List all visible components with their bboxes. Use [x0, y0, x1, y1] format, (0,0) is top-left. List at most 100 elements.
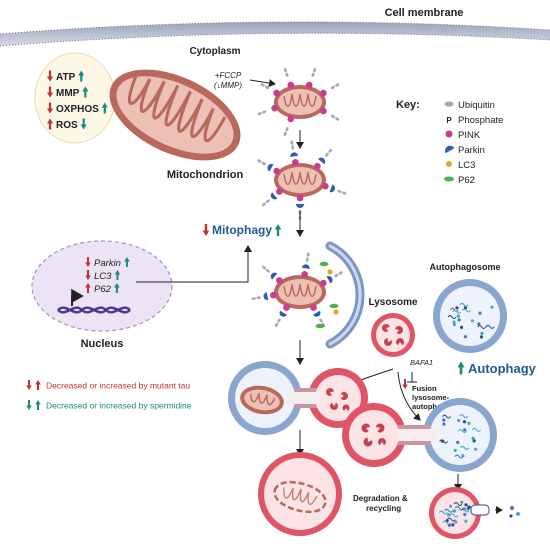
tau-up-arrow-icon — [46, 118, 54, 130]
ubiquitin-icon — [265, 199, 270, 203]
tau-down-arrow-icon — [46, 102, 54, 114]
ubiquitin-icon — [274, 322, 279, 327]
cargo-dot — [480, 331, 484, 335]
enzyme-icon — [363, 437, 373, 447]
ubiquitin-icon — [285, 127, 289, 132]
cargo-dot — [460, 500, 464, 504]
cargo-dot — [479, 335, 484, 339]
cargo-squiggle — [438, 510, 448, 515]
cargo-dot — [459, 325, 464, 329]
cargo-squiggle — [454, 454, 464, 459]
ubiquitin-icon — [285, 72, 289, 77]
cargo-dot — [478, 311, 482, 315]
legend-row: Decreased or increased by mutant tau — [26, 380, 190, 391]
key-item: P62 — [444, 175, 475, 186]
cargo-squiggle — [442, 414, 452, 419]
enzyme-icon — [378, 438, 386, 446]
parkin-icon — [279, 310, 287, 317]
ubiquitin-icon — [311, 72, 315, 77]
cargo-dot — [471, 436, 475, 440]
pink-icon — [301, 270, 308, 278]
enzyme-icon — [326, 388, 334, 396]
key-label: P62 — [458, 175, 475, 186]
ubiquitin-icon — [265, 85, 270, 90]
lysosome — [371, 313, 415, 357]
tau-down-arrow-icon — [46, 70, 54, 82]
ubiquitin-icon — [290, 140, 294, 145]
p62-icon — [444, 176, 454, 182]
mitophagy-indicator: Mitophagy — [202, 223, 282, 237]
cargo-dot — [454, 520, 458, 524]
cargo-dot — [442, 422, 446, 426]
parkin-icon — [313, 310, 321, 317]
lc3-icon — [327, 269, 333, 275]
autolysosome-fusion-left — [228, 361, 368, 435]
parkin-icon — [445, 145, 455, 154]
cargo-squiggle — [477, 324, 487, 330]
cargo-squiggle — [454, 506, 464, 511]
key-title: Key: — [396, 99, 420, 111]
cargo-squiggle — [447, 315, 457, 320]
tau-down-arrow-icon — [26, 380, 32, 390]
pink-icon — [273, 167, 280, 175]
spermidine-up-arrow-icon — [124, 257, 130, 267]
cargo-dot — [470, 319, 475, 323]
ubiquitin-icon — [251, 297, 256, 301]
parkin-icon — [329, 184, 336, 193]
ubiquitin-icon — [262, 265, 266, 270]
cargo-squiggle — [452, 309, 462, 315]
key-label: Parkin — [458, 145, 485, 156]
pink-icon — [445, 130, 453, 138]
ubiquitin-icon — [337, 189, 342, 193]
damaged-mitochondrion — [257, 140, 347, 221]
enzyme-icon — [340, 391, 348, 400]
ubiquitin-icon — [257, 159, 262, 163]
pink-icon — [273, 89, 280, 97]
cargo-dot — [447, 513, 451, 517]
cargo-dot — [467, 505, 471, 509]
parkin-icon — [270, 272, 278, 280]
pink-icon — [283, 304, 290, 311]
gene-label: Parkin — [94, 258, 121, 269]
cargo-dot — [452, 509, 456, 513]
ubiquitin-icon — [291, 145, 295, 150]
pink-icon — [320, 107, 327, 115]
cargo-dot — [462, 420, 467, 424]
ubiquitin-icon — [330, 114, 335, 119]
cargo-dot — [457, 318, 461, 322]
cargo-dot — [452, 323, 457, 327]
spermidine-up-arrow-icon — [457, 361, 465, 375]
enzyme-icon — [384, 338, 392, 346]
spermidine-up-arrow-icon — [82, 86, 89, 98]
recycling-autolysosome — [429, 487, 520, 539]
gene-label: LC3 — [94, 271, 112, 282]
cargo-squiggle — [453, 502, 463, 507]
dna-helix-icon — [57, 306, 131, 314]
export-channel-icon — [470, 504, 490, 516]
metric-row: MMP — [46, 86, 89, 99]
mitophagy-label: Mitophagy — [212, 223, 272, 237]
pink-icon — [320, 279, 327, 287]
cargo-dot — [451, 523, 455, 527]
metric-row: ATP — [46, 70, 85, 83]
spermidine-up-arrow-icon — [114, 270, 121, 280]
key-label: Ubiquitin — [458, 100, 495, 111]
parkin-icon — [318, 157, 326, 165]
pink-icon — [305, 81, 313, 89]
fusion-arrow-right — [397, 371, 421, 421]
mitochondrion-label: Mitochondrion — [167, 169, 244, 181]
gene-row: Parkin — [85, 257, 130, 269]
enzyme-icon — [382, 324, 390, 332]
parkin-icon — [301, 264, 310, 270]
spermidine-up-arrow-icon — [274, 224, 282, 236]
legend-text: Decreased or increased by mutant tau — [46, 381, 190, 391]
ubiquitin-icon — [257, 112, 262, 116]
tau-down-arrow-icon — [85, 257, 91, 267]
ubiquitin-icon — [305, 257, 309, 262]
cargo-dot — [463, 512, 467, 517]
pink-icon — [287, 115, 295, 123]
cargo-squiggle — [449, 513, 459, 518]
metric-label: OXPHOS — [56, 104, 99, 115]
